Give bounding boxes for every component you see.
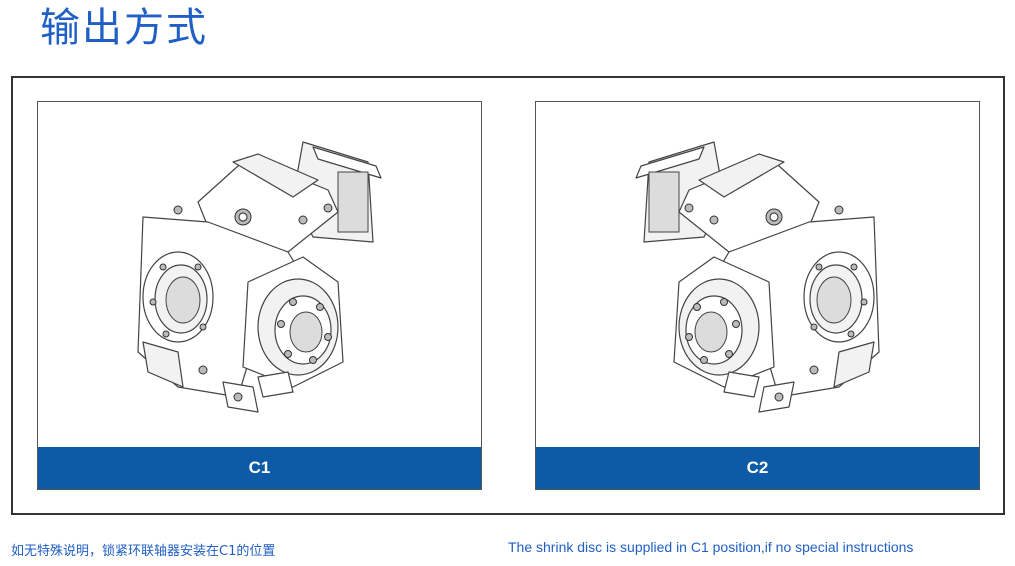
note-english: The shrink disc is supplied in C1 positi… <box>508 539 914 555</box>
page-title: 输出方式 <box>40 5 208 51</box>
panel-label-c1: C1 <box>38 447 481 489</box>
output-options-frame <box>11 76 1005 515</box>
gearbox-illustration-c2 <box>635 141 880 413</box>
option-panel-c1[interactable]: C1 <box>37 101 482 490</box>
option-panel-c2[interactable]: C2 <box>535 101 980 490</box>
note-chinese: 如无特殊说明，锁紧环联轴器安装在C1的位置 <box>11 544 276 559</box>
panel-label-c2: C2 <box>536 447 979 489</box>
gearbox-illustration-c1 <box>137 141 382 413</box>
